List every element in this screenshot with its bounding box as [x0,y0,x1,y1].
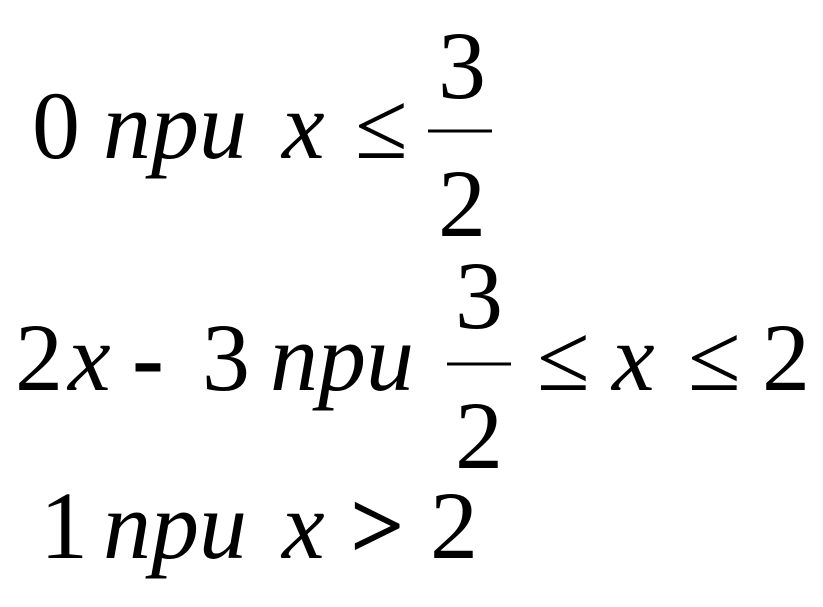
case-3-row: 1 при x > 2 [40,472,478,579]
case-3-value: 1 [40,472,88,579]
case-2-constant: 3 [202,304,250,411]
case-1-row: 0 при x ≤ 3 2 [32,12,492,257]
case-3-relation: > [350,472,405,579]
case-1-value: 0 [32,72,80,179]
case-2-variable-mid: x [610,304,655,411]
case-2-upper-bound: 2 [762,304,810,411]
case-2-relation-left: ≤ [537,304,590,411]
case-2-minus: - [132,304,164,411]
case-1-bound-denominator: 2 [438,150,486,257]
case-2-variable: x [66,304,111,411]
case-2-word: при [270,304,414,411]
case-3-variable: x [280,472,325,579]
case-2-lower-numerator: 3 [455,242,503,349]
case-3-word: при [103,472,247,579]
case-1-bound-numerator: 3 [438,12,486,119]
case-1-variable: x [280,72,325,179]
case-3-bound: 2 [430,472,478,579]
case-2-coefficient: 2 [15,304,63,411]
case-2-row: 2 x - 3 при 3 2 ≤ x ≤ 2 [15,242,810,489]
case-1-word: при [103,72,247,179]
case-1-relation: ≤ [355,72,408,179]
case-2-relation-right: ≤ [688,304,741,411]
case-2-lower-denominator: 2 [455,382,503,489]
